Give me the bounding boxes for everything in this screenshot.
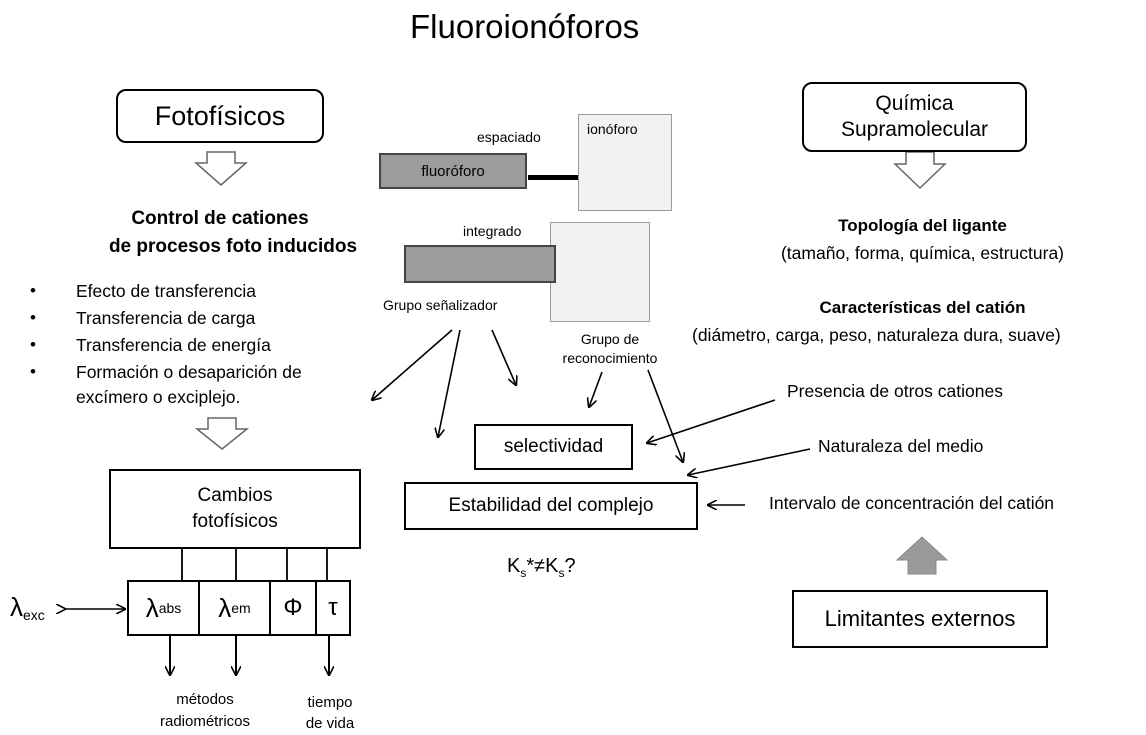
integrado-label: integrado [463,223,522,239]
bullet-text: Transferencia de energía [76,335,271,355]
fotofisicos-box: Fotofísicos [116,89,324,143]
bullet-text: excímero o exciplejo. [76,387,241,407]
tiempo-line2: de vida [305,715,355,732]
bullet-dot: • [30,281,36,300]
tiempo-line1: tiempo [307,694,353,711]
grupo-de-label: Grupo de [580,331,640,347]
topologia-title: Topología del ligante [838,216,1007,235]
cell-phi: Φ [271,582,317,634]
bullet-dot: • [30,335,36,354]
espaciado-label: espaciado [477,129,541,145]
cambios-line2: fotofísicos [192,511,278,532]
estabilidad-box: Estabilidad del complejo [404,482,698,530]
down-arrow-fotofisicos [194,151,248,186]
quimica-box: Química Supramolecular [802,82,1027,152]
spacer-bar [528,175,578,180]
bullet-dot: • [30,308,36,327]
ks-equation: Ks*≠Ks? [507,555,576,580]
up-arrow-limitantes [895,536,949,575]
cell-tau: τ [328,594,338,621]
control-title-line1: Control de cationes [131,208,309,229]
control-title-line2: de procesos foto inducidos [108,236,358,257]
intervalo-label: Intervalo de concentración del catión [769,493,1055,513]
caracteristicas-desc: (diámetro, carga, peso, naturaleza dura,… [692,325,1061,345]
reconocimiento-label: reconocimiento [562,350,658,366]
quimica-line1: Química [875,92,954,115]
topologia-desc: (tamaño, forma, química, estructura) [780,243,1065,263]
lambda-exc: λexc [10,592,45,624]
bullet-text: Transferencia de carga [76,308,256,328]
ionoforo-box [578,114,672,211]
integrated-fluorophore-bar [404,245,556,283]
limitantes-label: Limitantes externos [824,606,1016,631]
caracteristicas-title: Características del catión [819,298,1026,317]
quimica-line2: Supramolecular [840,118,989,141]
page-title: Fluoroionóforos [410,8,640,45]
limitantes-box: Limitantes externos [792,590,1048,648]
bullet-text: Efecto de transferencia [76,281,256,301]
selectividad-box: selectividad [474,424,633,470]
bullet-dot: • [30,362,36,381]
cambios-line1: Cambios [197,485,273,506]
estabilidad-label: Estabilidad del complejo [448,495,654,516]
down-arrow-quimica [893,151,947,190]
bullet-text: Formación o desaparición de [76,362,302,382]
fluoroforo-label: fluoróforo [421,162,485,180]
naturaleza-label: Naturaleza del medio [818,436,984,456]
cambios-box: Cambios fotofísicos [109,469,361,549]
ionoforo-label: ionóforo [587,121,638,137]
integrated-ionophore-box [550,222,650,322]
selectividad-label: selectividad [503,436,604,457]
fluoroforo-bar: fluoróforo [379,153,527,189]
grupo-senalizador-label: Grupo señalizador [383,297,498,313]
metodos-line1: métodos [176,691,234,708]
down-arrow-bullets [194,417,250,450]
metodos-line2: radiométricos [159,713,251,730]
presencia-label: Presencia de otros cationes [787,381,1003,401]
fotofisicos-label: Fotofísicos [154,100,286,131]
